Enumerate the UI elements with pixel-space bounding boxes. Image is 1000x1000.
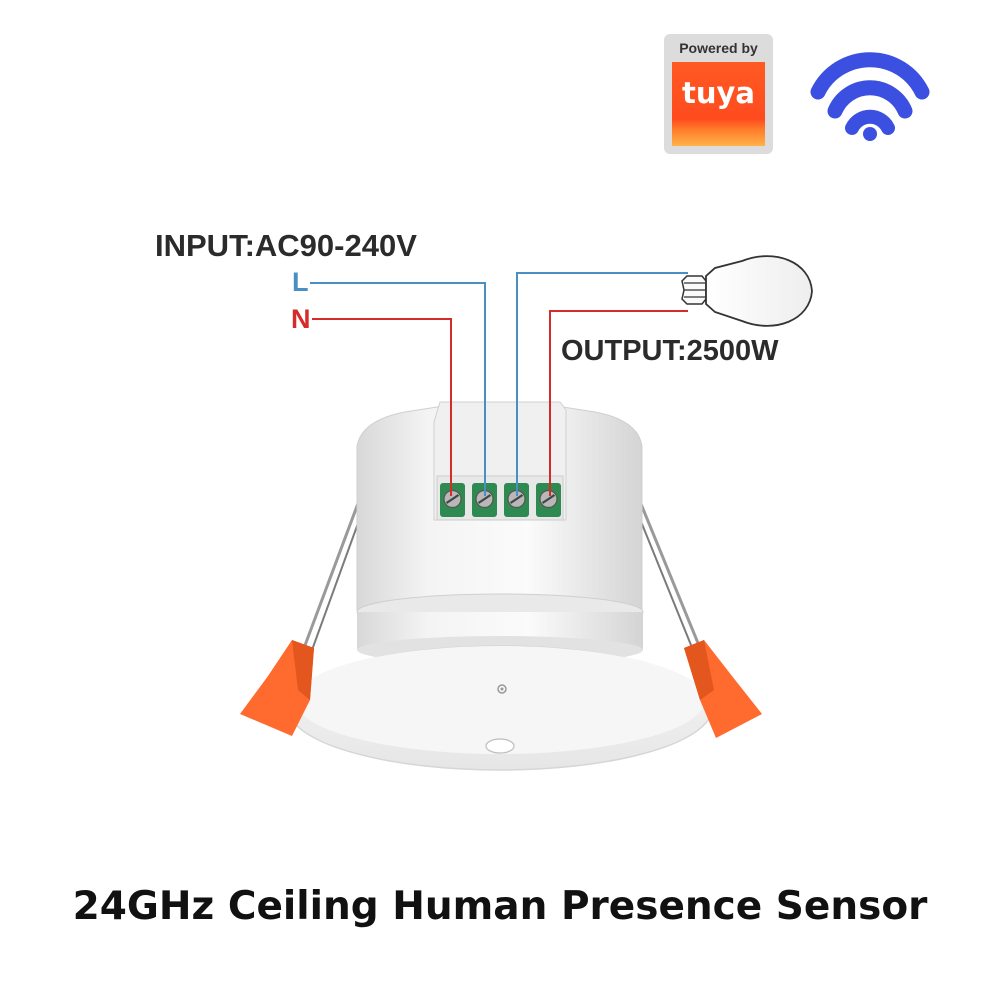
- tuya-logo: tuya: [672, 62, 765, 146]
- wifi-icon: [810, 52, 930, 141]
- neutral-input-wire: [312, 318, 452, 496]
- badge-powered-by: Powered by: [679, 40, 758, 56]
- live-output-wire: [516, 272, 688, 496]
- sensor-device-image: [240, 401, 762, 771]
- product-title: 24GHz Ceiling Human Presence Sensor: [72, 884, 928, 929]
- live-wire-label: L: [292, 267, 309, 297]
- wiring-lines: [310, 272, 688, 496]
- neutral-wire-label: N: [291, 304, 311, 334]
- tuya-badge: Powered by tuya: [664, 34, 773, 154]
- input-voltage-label: INPUT:AC90-240V: [155, 228, 417, 263]
- tuya-brand-text: tuya: [682, 76, 755, 110]
- output-power-label: OUTPUT:2500W: [561, 335, 779, 367]
- live-input-wire: [310, 282, 486, 496]
- neutral-output-wire: [549, 310, 688, 496]
- light-bulb-icon: [681, 255, 813, 327]
